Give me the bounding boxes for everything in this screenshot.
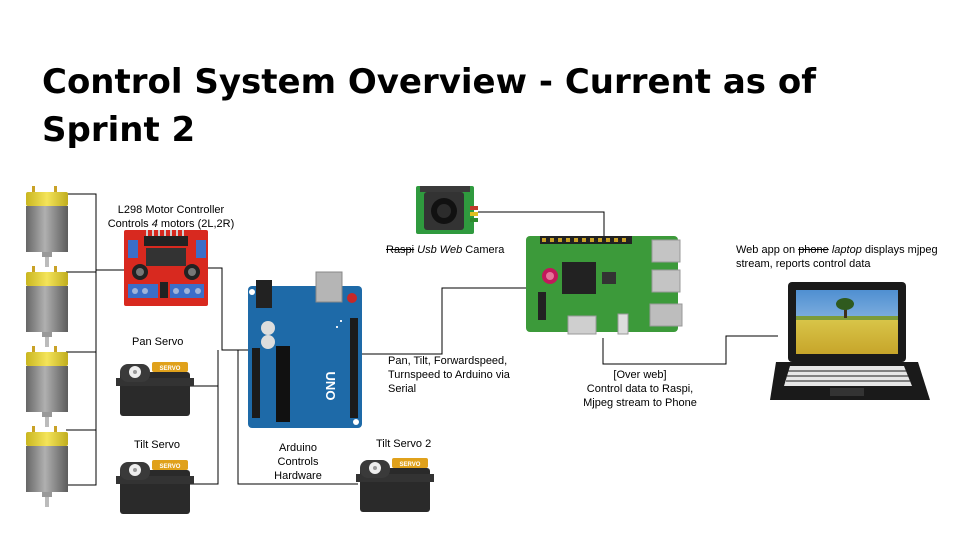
- pan-servo-brand: SERVO: [160, 366, 181, 372]
- slide-title: Control System Overview - Current as of …: [42, 62, 817, 150]
- arduino-uno-board: UNO: [248, 271, 362, 428]
- arduino-to-pi-wire: [362, 287, 528, 355]
- raspberry-pi-board: [526, 236, 683, 335]
- camera-to-pi-wire: [478, 211, 605, 236]
- laptop: [770, 282, 930, 400]
- usb-web-camera: [416, 186, 478, 234]
- arduino-board-logo: UNO: [323, 372, 338, 401]
- tilt-servo-wire: [188, 350, 219, 485]
- dc-motor-2: [26, 266, 68, 347]
- tilt-servo-label: Tilt Servo: [134, 439, 181, 451]
- motor-controller-label: L298 Motor Controller Controls 4 motors …: [107, 204, 235, 230]
- webapp-label: Web app on phone laptop displays mjpeg s…: [736, 244, 938, 270]
- tilt-servo: SERVO: [116, 460, 194, 514]
- tilt-servo-2: SERVO: [356, 458, 434, 512]
- pi-to-laptop-wire: [602, 335, 778, 365]
- web-link-label: [Over web] Control data to Raspi, Mjpeg …: [583, 369, 697, 409]
- wires: [66, 193, 778, 486]
- driver-to-arduino-wire: [207, 267, 240, 351]
- tilt-servo-2-wire: [237, 349, 358, 485]
- pan-servo-label: Pan Servo: [132, 336, 184, 348]
- dc-motor-1: [26, 186, 68, 267]
- dc-motor-3: [26, 346, 68, 427]
- tilt-servo-2-label: Tilt Servo 2: [376, 438, 432, 450]
- tilt-servo-brand: SERVO: [160, 464, 181, 470]
- l298-motor-driver: [124, 230, 208, 306]
- dc-motor-4: [26, 426, 68, 507]
- arduino-label: Arduino Controls Hardware: [274, 442, 322, 482]
- tilt-servo-2-brand: SERVO: [400, 462, 421, 468]
- motor-bus-wire: [66, 193, 97, 486]
- serial-link-label: Pan, Tilt, Forwardspeed, Turnspeed to Ar…: [388, 355, 510, 395]
- camera-label: Raspi Usb Web Camera: [386, 244, 505, 256]
- pan-servo: SERVO: [116, 362, 194, 416]
